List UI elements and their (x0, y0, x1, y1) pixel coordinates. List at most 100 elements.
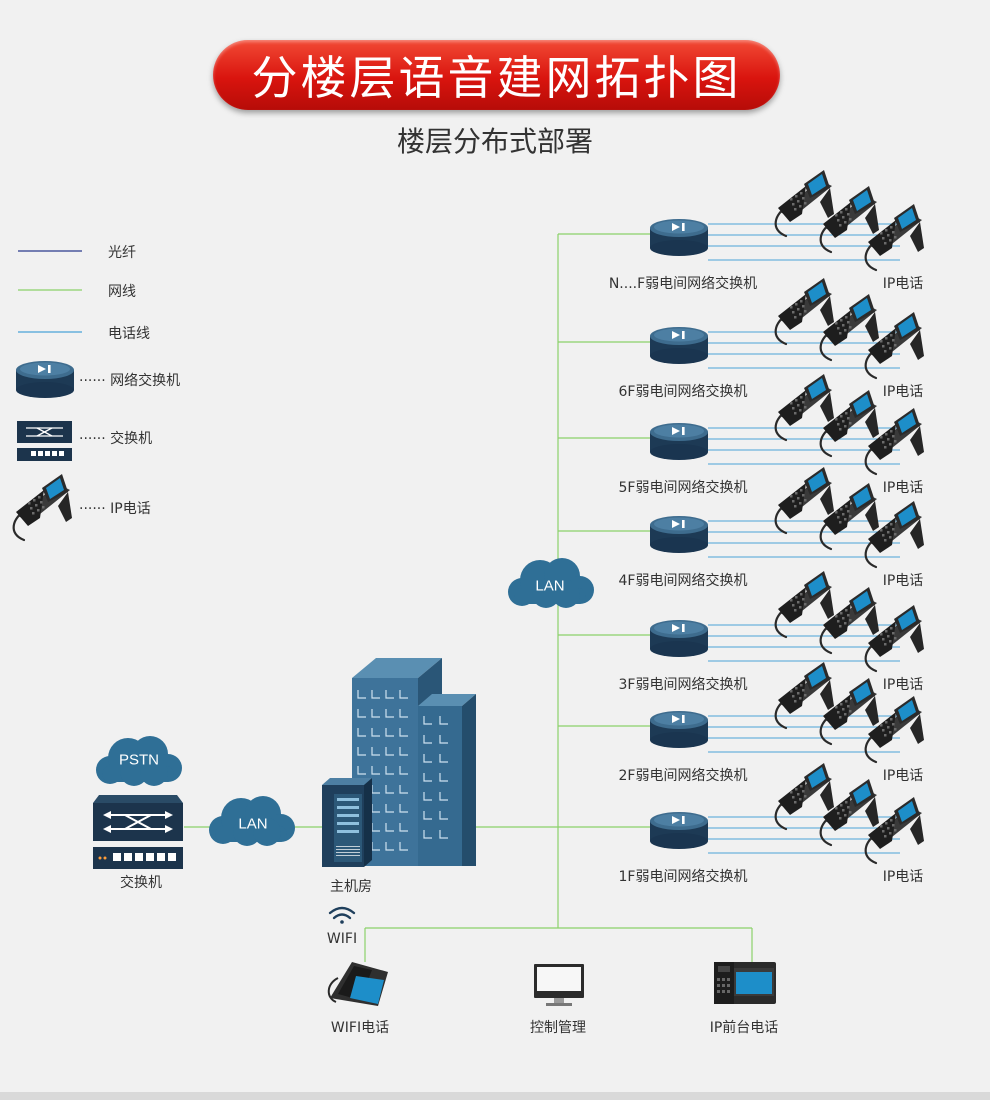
floor-phone-label: IP电话 (882, 276, 924, 292)
building-window (371, 690, 380, 699)
floor-row (650, 660, 926, 764)
building-window (399, 804, 408, 813)
network-switch-icon (650, 711, 708, 748)
server-room-label: 主机房 (330, 879, 372, 895)
floor-switch-label: N....F弱电间网络交换机 (608, 276, 758, 292)
building-window (439, 773, 448, 782)
building-window (399, 766, 408, 775)
floor-row (650, 569, 926, 673)
wifi-icon (328, 906, 356, 924)
building-window (385, 747, 394, 756)
building-window (357, 766, 366, 775)
building-window (399, 785, 408, 794)
floor-rows (650, 168, 926, 865)
floor-phone-label: IP电话 (882, 677, 924, 693)
building-window (399, 823, 408, 832)
building-window (439, 735, 448, 744)
pstn-label: PSTN (118, 751, 160, 769)
building-window (371, 709, 380, 718)
core-switch-label: 交换机 (120, 875, 162, 891)
building-window (371, 728, 380, 737)
legend-label-lan: 网线 (108, 284, 136, 300)
wifi-phone-label: WIFI电话 (330, 1020, 390, 1036)
building-window (439, 716, 448, 725)
legend-label-phone-line: 电话线 (108, 326, 150, 342)
page-title: 分楼层语音建网拓扑图 (251, 51, 742, 105)
building-window (357, 709, 366, 718)
building-window (439, 811, 448, 820)
network-switch-icon (650, 812, 708, 849)
floor-phone-label: IP电话 (882, 480, 924, 496)
core-switch-icon (92, 794, 184, 870)
building-window (399, 728, 408, 737)
reception-phone-icon (714, 962, 776, 1004)
building-window (385, 728, 394, 737)
legend-ip-phone-icon (12, 472, 74, 542)
page-subtitle: 楼层分布式部署 (396, 125, 593, 158)
floor-row (650, 372, 926, 476)
legend-switch-icon (16, 420, 73, 462)
floor-row (650, 465, 926, 569)
lan-label-main: LAN (535, 577, 565, 595)
floor-switch-label: 6F弱电间网络交换机 (618, 384, 748, 400)
floor-switch-label: 2F弱电间网络交换机 (618, 768, 748, 784)
network-switch-icon (650, 620, 708, 657)
floor-phone-label: IP电话 (882, 573, 924, 589)
legend-network-switch-icon (16, 361, 74, 398)
building-window (357, 728, 366, 737)
legend-label-switch: ······ 交换机 (79, 431, 153, 447)
network-switch-icon (650, 423, 708, 460)
floor-row (650, 761, 926, 865)
title-banner: 分楼层语音建网拓扑图 (213, 40, 780, 110)
floor-switch-label: 4F弱电间网络交换机 (618, 573, 748, 589)
building-window (423, 754, 432, 763)
floor-phone-label: IP电话 (882, 768, 924, 784)
building-window (371, 747, 380, 756)
lan-label-left: LAN (238, 815, 268, 833)
building-window (423, 716, 432, 725)
floor-row (650, 168, 926, 272)
floor-switch-label: 5F弱电间网络交换机 (618, 480, 748, 496)
network-switch-icon (650, 219, 708, 256)
network-switch-icon (650, 516, 708, 553)
building-window (385, 766, 394, 775)
lan-backbone (184, 233, 753, 962)
server-rack-icon (322, 778, 372, 867)
building-window (385, 804, 394, 813)
reception-phone-label: IP前台电话 (709, 1020, 779, 1036)
building-icon (352, 658, 476, 866)
building-window (423, 735, 432, 744)
bottom-bar (0, 1092, 990, 1100)
building-window (399, 747, 408, 756)
building-window (385, 690, 394, 699)
building-window (399, 842, 408, 851)
monitor-icon (534, 964, 584, 1006)
wifi-label: WIFI (326, 931, 358, 947)
building-window (439, 754, 448, 763)
network-switch-icon (650, 327, 708, 364)
building-window (385, 785, 394, 794)
legend-label-network-switch: ······ 网络交换机 (79, 373, 181, 389)
building-window (423, 811, 432, 820)
control-label: 控制管理 (530, 1020, 586, 1036)
building-window (385, 823, 394, 832)
legend-label-fiber: 光纤 (108, 245, 136, 261)
floor-switch-label: 1F弱电间网络交换机 (618, 869, 748, 885)
building-window (423, 792, 432, 801)
building-window (423, 773, 432, 782)
floor-switch-label: 3F弱电间网络交换机 (618, 677, 748, 693)
building-window (357, 690, 366, 699)
building-window (399, 690, 408, 699)
building-window (357, 747, 366, 756)
floor-phone-label: IP电话 (882, 384, 924, 400)
floor-phone-label: IP电话 (882, 869, 924, 885)
building-window (399, 709, 408, 718)
building-window (385, 842, 394, 851)
legend-label-ip-phone: ······ IP电话 (79, 501, 151, 517)
building-window (385, 709, 394, 718)
floor-row (650, 276, 926, 380)
building-window (423, 830, 432, 839)
building-window (371, 766, 380, 775)
